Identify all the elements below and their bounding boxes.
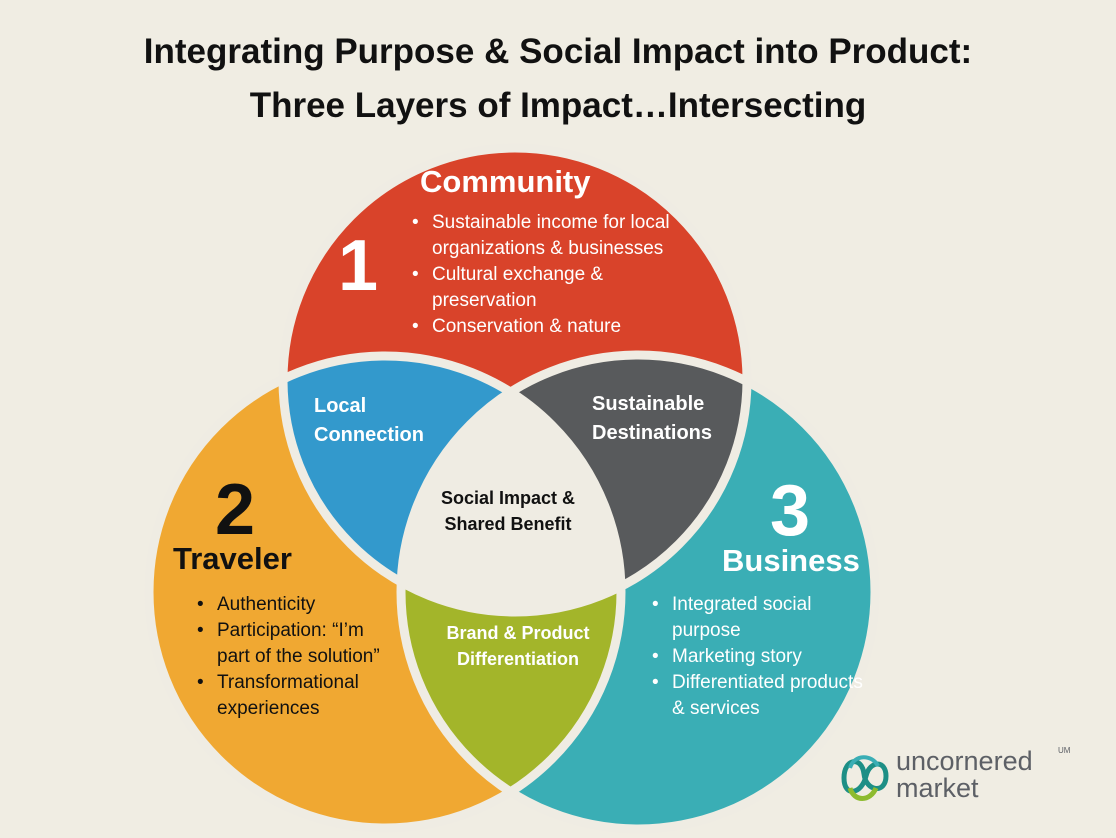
traveler-heading: Traveler <box>173 541 292 576</box>
business-bullet: Marketing story <box>650 644 870 670</box>
center-label: Social Impact & Shared Benefit <box>440 488 576 534</box>
business-heading: Business <box>722 543 860 578</box>
community-heading: Community <box>420 164 591 199</box>
center-overlap <box>401 356 621 612</box>
traveler-bullet: Transformational experiences <box>195 670 400 722</box>
logo-line-2: market <box>896 773 979 803</box>
community-number: 1 <box>338 226 379 306</box>
business-bullet: Differentiated products & services <box>650 670 870 722</box>
business-bullets: Integrated social purpose Marketing stor… <box>650 592 870 722</box>
uncornered-market-logo: uncornered market UM <box>836 746 1076 808</box>
logo-line-1: uncornered <box>896 746 1033 776</box>
traveler-bullet: Authenticity <box>195 592 400 618</box>
community-bullets: Sustainable income for local organizatio… <box>410 210 710 340</box>
title-line-1: Integrating Purpose & Social Impact into… <box>143 32 973 71</box>
logo-mark: UM <box>1058 746 1071 755</box>
traveler-number: 2 <box>215 470 256 550</box>
business-number: 3 <box>770 471 811 551</box>
brand-differentiation-label: Brand & Product Differentiation <box>446 623 590 669</box>
community-bullet: Sustainable income for local organizatio… <box>410 210 710 262</box>
community-bullet: Cultural exchange & preservation <box>410 262 710 314</box>
logo-wordmark: uncornered market <box>896 748 1033 802</box>
title-line-2: Three Layers of Impact…Intersecting <box>249 86 867 125</box>
business-bullet: Integrated social purpose <box>650 592 870 644</box>
local-connection-label: Local Connection <box>314 395 424 446</box>
traveler-bullets: Authenticity Participation: “I’m part of… <box>195 592 400 722</box>
logo-icon <box>841 755 889 801</box>
community-bullet: Conservation & nature <box>410 314 710 340</box>
sustainable-destinations-label: Sustainable Destinations <box>592 393 713 444</box>
traveler-bullet: Participation: “I’m part of the solution… <box>195 618 400 670</box>
